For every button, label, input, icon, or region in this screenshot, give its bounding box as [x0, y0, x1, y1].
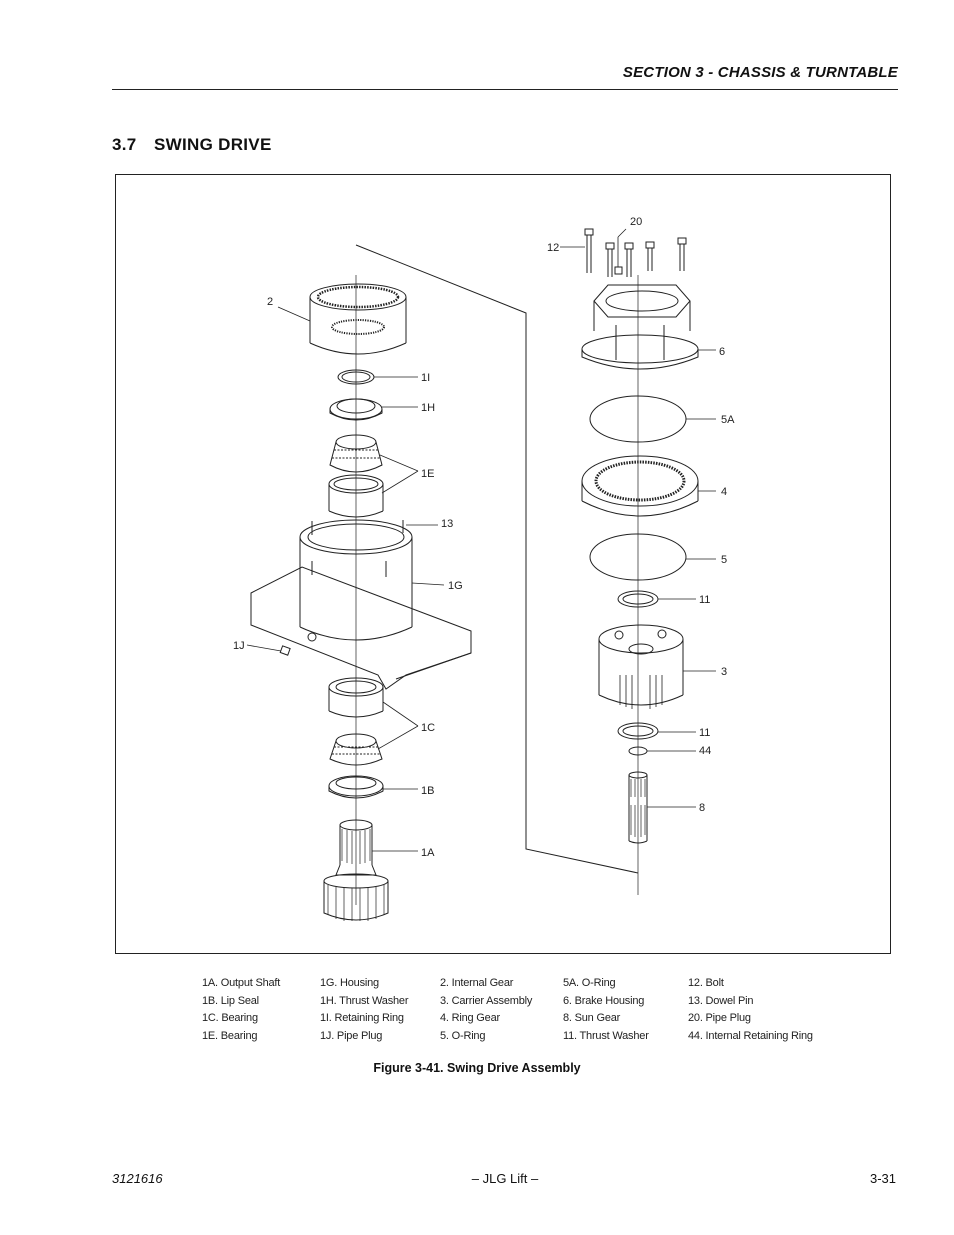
legend-item: 6. Brake Housing: [563, 994, 645, 1007]
callout-1G: 1G: [448, 580, 463, 592]
legend-item: 11. Thrust Washer: [563, 1029, 649, 1042]
legend-item: 1G. Housing: [320, 977, 379, 989]
brake-housing-6: [581, 284, 699, 370]
pipe-plug-1J: [279, 645, 291, 656]
legend-item: 1C. Bearing: [202, 1012, 258, 1024]
legend-column-4: 5A. O-Ring 6. Brake Housing 8. Sun Gear …: [563, 975, 649, 1045]
legend-item: 1A. Output Shaft: [202, 977, 281, 989]
callout-1E: 1E: [421, 468, 434, 480]
legend-item: 3. Carrier Assembly: [440, 994, 533, 1007]
figure-legend: 1A. Output Shaft 1B. Lip Seal 1C. Bearin…: [0, 975, 954, 1055]
legend-item: 1B. Lip Seal: [202, 994, 259, 1007]
legend-item: 1J. Pipe Plug: [320, 1029, 383, 1042]
bearing-cup-1E: [328, 474, 384, 518]
legend-column-2: 1G. Housing 1H. Thrust Washer 1I. Retain…: [320, 975, 408, 1045]
legend-column-5: 12. Bolt 13. Dowel Pin 20. Pipe Plug 44.…: [688, 975, 813, 1045]
housing-1G: [250, 519, 472, 690]
carrier-assembly-3: [598, 624, 684, 709]
leader-lines: [246, 228, 716, 852]
thrust-washer-1H: [329, 398, 383, 421]
exploded-view-illustration: 2 1I 1H 1E 13 1G 1J 1C 1B 1A 20 12 6 5A …: [233, 216, 735, 921]
legend-item: 12. Bolt: [688, 977, 724, 989]
legend-item: 1E. Bearing: [202, 1029, 258, 1042]
legend-column-1: 1A. Output Shaft 1B. Lip Seal 1C. Bearin…: [202, 975, 280, 1045]
section-number: 3.7: [112, 135, 137, 154]
o-ring-5: [589, 533, 687, 581]
bearing-cup-1C: [328, 677, 384, 718]
legend-item: 1H. Thrust Washer: [320, 994, 409, 1007]
section-header-title: SECTION 3 - CHASSIS & TURNTABLE: [622, 64, 898, 81]
footer-publisher: – JLG Lift –: [471, 1171, 539, 1186]
callout-1J: 1J: [233, 640, 245, 652]
callout-1H: 1H: [421, 402, 435, 414]
internal-gear-2: [309, 283, 407, 355]
callout-20: 20: [630, 216, 642, 228]
legend-item: 13. Dowel Pin: [688, 994, 754, 1007]
footer-doc-number: 3121616: [112, 1171, 163, 1186]
lip-seal-1B: [328, 775, 384, 799]
sun-gear-8: [628, 771, 648, 844]
callout-1C: 1C: [421, 722, 435, 734]
callout-13: 13: [441, 518, 453, 530]
figure-caption: Figure 3-41. Swing Drive Assembly: [373, 1061, 581, 1075]
legend-item: 2. Internal Gear: [440, 977, 514, 989]
callout-1B: 1B: [421, 785, 434, 797]
callout-1A: 1A: [421, 847, 435, 859]
section-heading: 3.7 SWING DRIVE: [112, 135, 272, 155]
callout-44: 44: [699, 745, 711, 757]
callout-4: 4: [721, 486, 727, 498]
callout-12: 12: [547, 242, 559, 254]
ring-gear-4: [581, 455, 699, 517]
bearing-cone-1E: [329, 434, 383, 473]
legend-item: 20. Pipe Plug: [688, 1012, 751, 1024]
callout-11-upper: 11: [699, 594, 710, 606]
callout-1I: 1I: [421, 372, 430, 384]
callout-6: 6: [719, 346, 725, 358]
callout-3: 3: [721, 666, 727, 678]
figure-frame: 2 1I 1H 1E 13 1G 1J 1C 1B 1A 20 12 6 5A …: [115, 174, 891, 954]
legend-item: 5A. O-Ring: [563, 977, 616, 989]
legend-item: 44. Internal Retaining Ring: [688, 1029, 813, 1042]
section-title: SWING DRIVE: [154, 135, 272, 154]
legend-item: 4. Ring Gear: [440, 1012, 500, 1024]
legend-column-3: 2. Internal Gear 3. Carrier Assembly 4. …: [440, 975, 532, 1045]
legend-item: 8. Sun Gear: [563, 1012, 621, 1024]
footer-page-number: 3-31: [869, 1171, 896, 1186]
assembly-connection-line: [355, 244, 639, 874]
output-shaft-1A: [323, 819, 389, 921]
callout-5A: 5A: [721, 414, 735, 426]
bolts-12: [584, 228, 687, 277]
callout-8: 8: [699, 802, 705, 814]
bearing-cone-1C: [329, 733, 383, 766]
callout-2: 2: [267, 296, 273, 308]
header-rule: [112, 89, 898, 90]
thrust-washer-11-lower: [617, 722, 659, 740]
pipe-plug-20: [614, 266, 623, 275]
callout-11-lower: 11: [699, 727, 710, 739]
callout-5: 5: [721, 554, 727, 566]
legend-item: 1I. Retaining Ring: [320, 1012, 404, 1024]
legend-item: 5. O-Ring: [440, 1029, 486, 1042]
